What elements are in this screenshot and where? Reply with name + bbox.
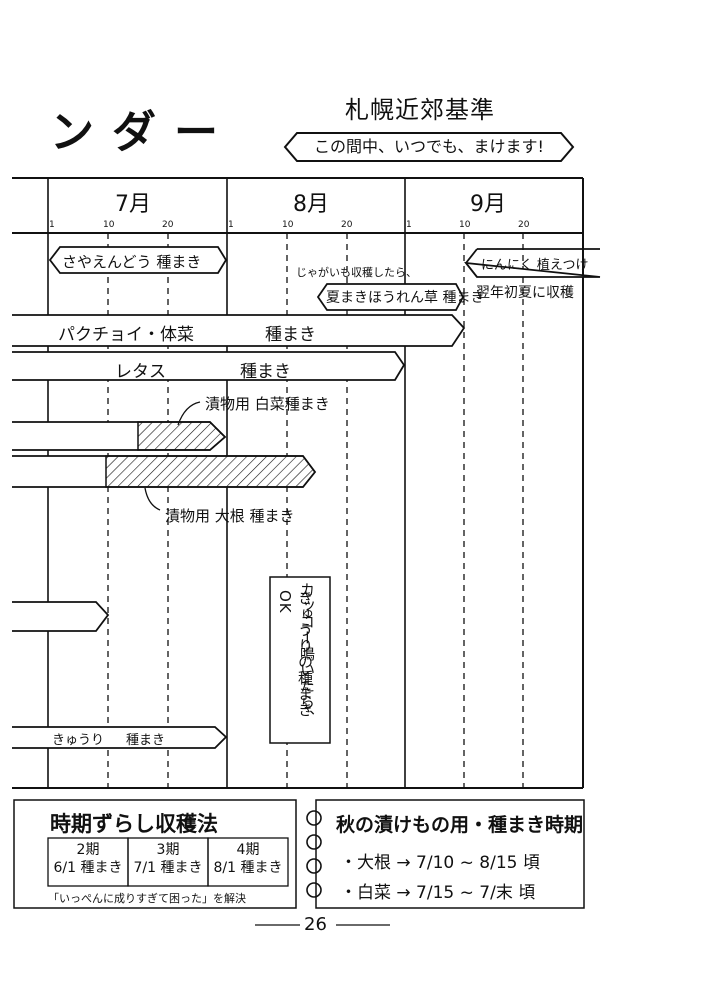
tick-aug-20: 20: [341, 220, 353, 230]
bar-pakchoi: パクチョイ・体菜: [58, 325, 194, 345]
pickle-daikon: ・大根 → 7/10 ~ 8/15 頃: [340, 853, 540, 873]
tick-aug-10: 10: [282, 220, 294, 230]
tick-sep-10: 10: [459, 220, 471, 230]
tick-jul-20: 20: [162, 220, 174, 230]
month-september: 9月: [470, 192, 506, 217]
banner-outline: [283, 132, 575, 162]
region-label: 札幌近郊基準: [345, 96, 495, 124]
banner-text: この間中、いつでも、まけます!: [314, 137, 544, 156]
period-2-name: 2期: [76, 842, 100, 858]
period-4: 4期 8/1 種まき: [208, 841, 288, 877]
bar-lettuce-action: 種まき: [240, 362, 291, 382]
bar-garlic: にんにく 植えつけ: [481, 258, 589, 273]
note-garlic-harvest: 翌年初夏に収穫: [476, 285, 574, 301]
page-number: 26: [304, 914, 327, 935]
bar-hakusai: 漬物用 白菜種まき: [205, 395, 330, 413]
staggered-footnote: 「いっぺんに成りすぎて困った」を解決: [48, 892, 246, 905]
period-3-date: 7/1 種まき: [133, 860, 203, 876]
period-3: 3期 7/1 種まき: [128, 841, 208, 877]
period-4-date: 8/1 種まき: [213, 860, 283, 876]
tick-sep-20: 20: [518, 220, 530, 230]
tick-jul-10: 10: [103, 220, 115, 230]
bar-cucumber-action: 種まき: [126, 733, 166, 748]
tick-jul-1: 1: [49, 220, 55, 230]
period-4-name: 4期: [236, 842, 260, 858]
note-potato-harvest: じゃがいも収穫したら、: [296, 266, 417, 279]
period-3-name: 3期: [156, 842, 180, 858]
staggered-title: 時期ずらし収穫法: [50, 812, 218, 836]
bar-cucumber: きゅうり: [52, 733, 105, 748]
pickle-hakusai: ・白菜 → 7/15 ~ 7/末 頃: [340, 883, 536, 903]
period-2-date: 6/1 種まき: [53, 860, 123, 876]
cuckoo-note-line1: カッコー鳴いたら、: [298, 582, 316, 726]
bar-daikon: 漬物用 大根 種まき: [165, 507, 295, 525]
month-august: 8月: [293, 192, 329, 217]
tick-sep-1: 1: [406, 220, 412, 230]
month-july: 7月: [115, 192, 151, 217]
page-title-fragment: ンダー: [50, 107, 236, 158]
period-2: 2期 6/1 種まき: [48, 841, 128, 877]
pickle-title: 秋の漬けもの用・種まき時期: [336, 814, 584, 836]
cuckoo-note-line2: きゅうりの種まきOK: [276, 590, 314, 718]
bar-natsumaki-spinach: 夏まきほうれん草 種まき: [326, 290, 485, 306]
tick-aug-1: 1: [228, 220, 234, 230]
bar-lettuce: レタス: [115, 362, 166, 382]
bar-pakchoi-action: 種まき: [265, 325, 316, 345]
bar-sayaendou: さやえんどう 種まき: [62, 253, 202, 271]
